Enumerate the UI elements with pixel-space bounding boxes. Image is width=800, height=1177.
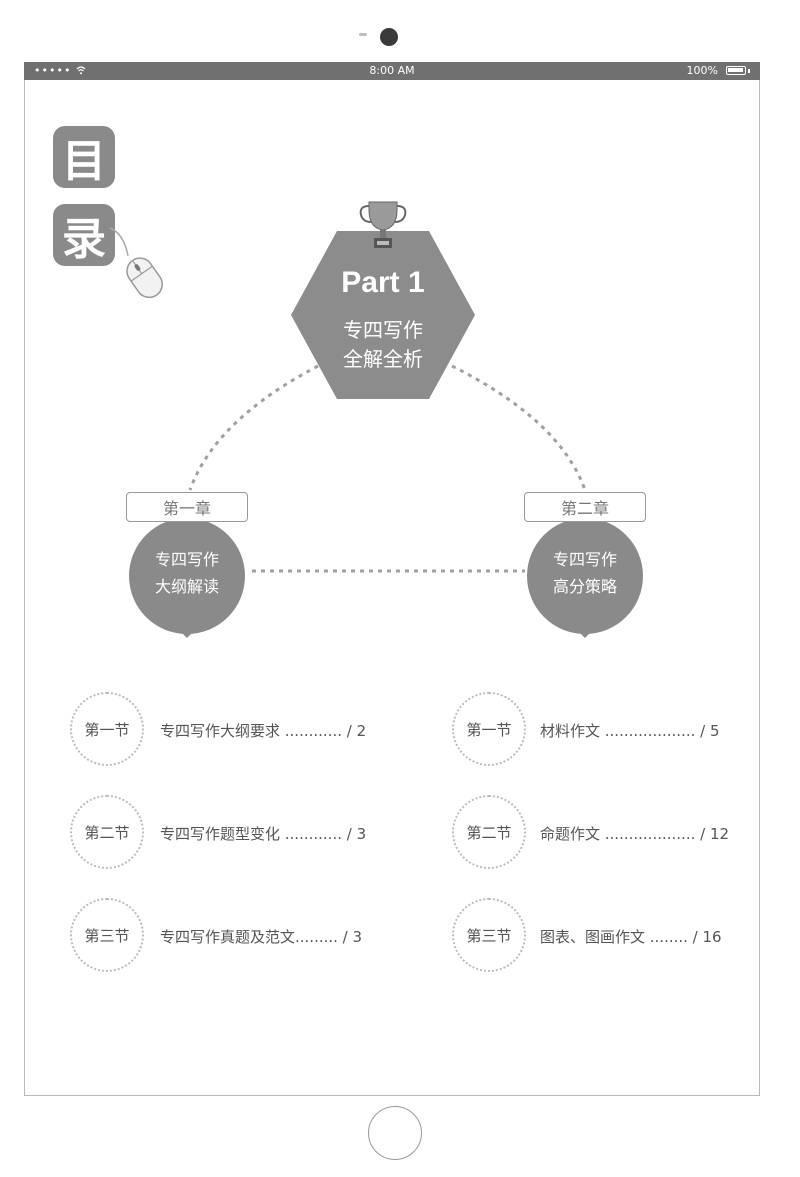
ch2-section3-title[interactable]: 图表、图画作文 ........ / 16 (540, 928, 722, 946)
battery-tip (748, 69, 750, 73)
ch1-section3-label[interactable]: 第三节 (70, 898, 144, 972)
chapter2-title-line1: 专四写作 (552, 550, 617, 569)
ch2-section2-title[interactable]: 命题作文 ................... / 12 (540, 825, 730, 843)
camera-icon (380, 28, 398, 46)
ch2-section2-label[interactable]: 第二节 (452, 795, 526, 869)
chapter2-bubble (527, 518, 643, 638)
signal-icon: ••••• (34, 64, 86, 77)
part-subtitle-line2: 全解全析 (343, 347, 423, 371)
part-title: Part 1 (341, 266, 425, 299)
chapter1-label: 第一章 (126, 492, 248, 522)
ch1-section2-title[interactable]: 专四写作题型变化 ............ / 3 (160, 825, 367, 843)
part-subtitle-line1: 专四写作 (343, 318, 423, 342)
home-button[interactable] (368, 1106, 422, 1160)
toc-badge-1: 目 (53, 126, 115, 188)
mouse-icon (126, 257, 163, 299)
ch2-section1-label[interactable]: 第一节 (452, 692, 526, 766)
ch1-section1-title[interactable]: 专四写作大纲要求 ............ / 2 (160, 722, 367, 740)
chapter2-label: 第二章 (524, 492, 646, 522)
mouse-cable (109, 227, 129, 257)
status-time: 8:00 AM (369, 64, 415, 77)
status-bar: ••••• 8:00 AM 100% (24, 62, 760, 80)
ch2-section1-title[interactable]: 材料作文 ................... / 5 (540, 722, 720, 740)
chapter1-title-line1: 专四写作 (154, 550, 219, 569)
toc-badge-2: 录 (53, 204, 115, 266)
battery-icon (726, 66, 746, 75)
trophy-icon (359, 201, 407, 248)
chapter1-bubble (129, 518, 245, 638)
chapter2-title-line2: 高分策略 (552, 577, 617, 596)
ch1-section1-label[interactable]: 第一节 (70, 692, 144, 766)
wifi-icon (76, 66, 86, 75)
ch1-section2-label[interactable]: 第二节 (70, 795, 144, 869)
ch1-section3-title[interactable]: 专四写作真题及范文......... / 3 (160, 928, 363, 946)
battery-percent: 100% (686, 64, 718, 77)
ch2-section3-label[interactable]: 第三节 (452, 898, 526, 972)
chapter1-title-line2: 大纲解读 (154, 577, 219, 596)
proximity-sensor (359, 33, 367, 36)
